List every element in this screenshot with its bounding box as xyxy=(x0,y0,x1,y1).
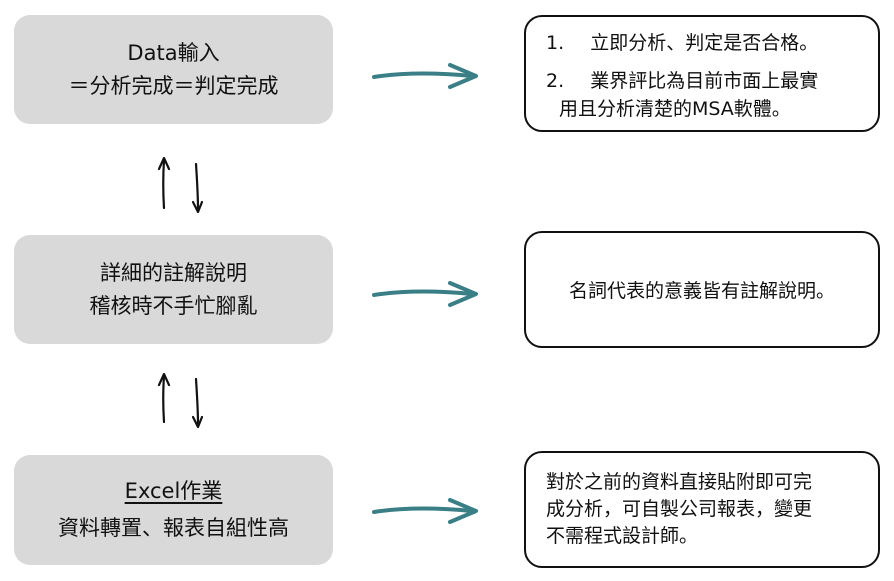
box-annotation-line2: 稽核時不手忙腳亂 xyxy=(89,293,258,318)
teal-right-arrow-icon xyxy=(372,281,478,307)
desc-item-1-num: 1. xyxy=(546,32,565,54)
desc-box-3-line3: 不需程式設計師。 xyxy=(546,525,699,547)
desc-item-2-cont: 用且分析清楚的MSA軟體。 xyxy=(559,98,791,120)
box-annotation: 詳細的註解說明 稽核時不手忙腳亂 xyxy=(14,235,333,344)
box-excel: Excel作業 資料轉置、報表自組性高 xyxy=(14,455,333,565)
down-arrow-icon xyxy=(191,162,204,214)
desc-box-1: 1. 立即分析、判定是否合格。 2. 業界評比為目前市面上最實 用且分析清楚的M… xyxy=(524,15,880,132)
box-data-input-line2: ＝分析完成＝判定完成 xyxy=(68,73,279,98)
box-excel-line1: Excel作業 xyxy=(124,479,223,503)
desc-box-3-line1: 對於之前的資料直接貼附即可完 xyxy=(546,471,813,493)
desc-box-3: 對於之前的資料直接貼附即可完 成分析，可自製公司報表，變更 不需程式設計師。 xyxy=(524,451,880,568)
box-annotation-line1: 詳細的註解說明 xyxy=(100,260,247,285)
box-excel-line2: 資料轉置、報表自組性高 xyxy=(58,516,289,540)
down-arrow-icon xyxy=(191,377,204,429)
desc-box-2-text: 名詞代表的意義皆有註解說明。 xyxy=(568,280,835,302)
desc-box-3-line2: 成分析，可自製公司報表，變更 xyxy=(546,498,813,520)
box-data-input: Data輸入 ＝分析完成＝判定完成 xyxy=(14,15,333,124)
desc-item-2-num: 2. xyxy=(546,70,565,92)
box-data-input-line1: Data輸入 xyxy=(127,40,220,65)
desc-item-2-text: 業界評比為目前市面上最實 xyxy=(590,70,819,92)
up-arrow-icon xyxy=(157,156,171,210)
desc-box-2: 名詞代表的意義皆有註解說明。 xyxy=(524,231,880,348)
teal-right-arrow-icon xyxy=(372,63,478,89)
desc-item-1: 1. 立即分析、判定是否合格。 xyxy=(546,29,818,57)
desc-item-2: 2. 業界評比為目前市面上最實 xyxy=(546,67,818,95)
up-arrow-icon xyxy=(157,372,171,424)
desc-item-1-text: 立即分析、判定是否合格。 xyxy=(590,32,819,54)
teal-right-arrow-icon xyxy=(372,498,478,524)
